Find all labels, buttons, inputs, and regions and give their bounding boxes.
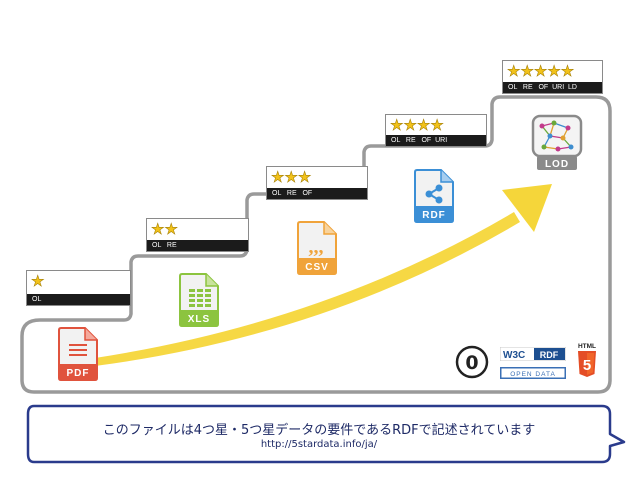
star-icons: ★★★★ xyxy=(390,116,444,134)
pdf-file-icon: PDF xyxy=(57,326,99,386)
staircase-outline xyxy=(20,95,612,394)
caption-bubble: このファイルは4つ星・5つ星データの要件であるRDFで記述されています http… xyxy=(26,404,626,464)
star-icons: ★★★ xyxy=(271,168,312,186)
rating-criteria: OL xyxy=(27,294,130,305)
w3c-text: W3C xyxy=(503,350,525,361)
svg-text:,,,: ,,, xyxy=(309,236,324,258)
rating-five-star: ★★★★★ OL RE OF URI LD xyxy=(502,60,603,94)
rdf-text: RDF xyxy=(540,350,559,360)
w3c-rdf-logo: W3C RDF xyxy=(499,346,567,365)
progress-arrow-head xyxy=(502,184,552,232)
rating-criteria: OL RE OF xyxy=(267,188,367,199)
html-text: HTML xyxy=(578,343,596,350)
cc-zero-logo: 0 xyxy=(455,345,489,383)
open-data-logo: OPEN DATA xyxy=(500,364,566,383)
rating-criteria: OL RE OF URI LD xyxy=(503,82,602,93)
linked-graph-icon xyxy=(539,120,574,152)
format-label: CSV xyxy=(305,262,329,273)
star-icons: ★★ xyxy=(151,220,179,238)
star-icons: ★ xyxy=(31,272,45,290)
format-label: XLS xyxy=(188,314,210,325)
caption-url: http://5stardata.info/ja/ xyxy=(260,439,378,450)
html5-number: 5 xyxy=(583,357,591,374)
html5-logo: HTML 5 xyxy=(576,341,598,383)
bubble-shape xyxy=(26,404,626,464)
open-data-text: OPEN DATA xyxy=(510,371,556,378)
format-label: PDF xyxy=(67,368,90,379)
rating-one-star: ★ OL xyxy=(26,270,131,306)
format-label: LOD xyxy=(545,159,569,170)
csv-file-icon: ,,, CSV xyxy=(296,220,338,280)
rdf-file-icon: RDF xyxy=(413,168,455,228)
share-nodes-icon xyxy=(425,184,443,204)
rating-four-star: ★★★★ OL RE OF URI xyxy=(385,114,487,147)
caption-text: このファイルは4つ星・5つ星データの要件であるRDFで記述されています xyxy=(102,423,536,438)
rating-criteria: OL RE OF URI xyxy=(386,135,486,146)
rating-two-star: ★★ OL RE xyxy=(146,218,249,252)
rating-criteria: OL RE xyxy=(147,240,248,251)
format-label: RDF xyxy=(422,210,446,221)
star-icons: ★★★★★ xyxy=(507,62,575,80)
lod-file-icon: LOD xyxy=(530,114,584,176)
xls-file-icon: XLS xyxy=(178,272,220,332)
cc-zero-text: 0 xyxy=(465,352,478,374)
rating-three-star: ★★★ OL RE OF xyxy=(266,166,368,200)
